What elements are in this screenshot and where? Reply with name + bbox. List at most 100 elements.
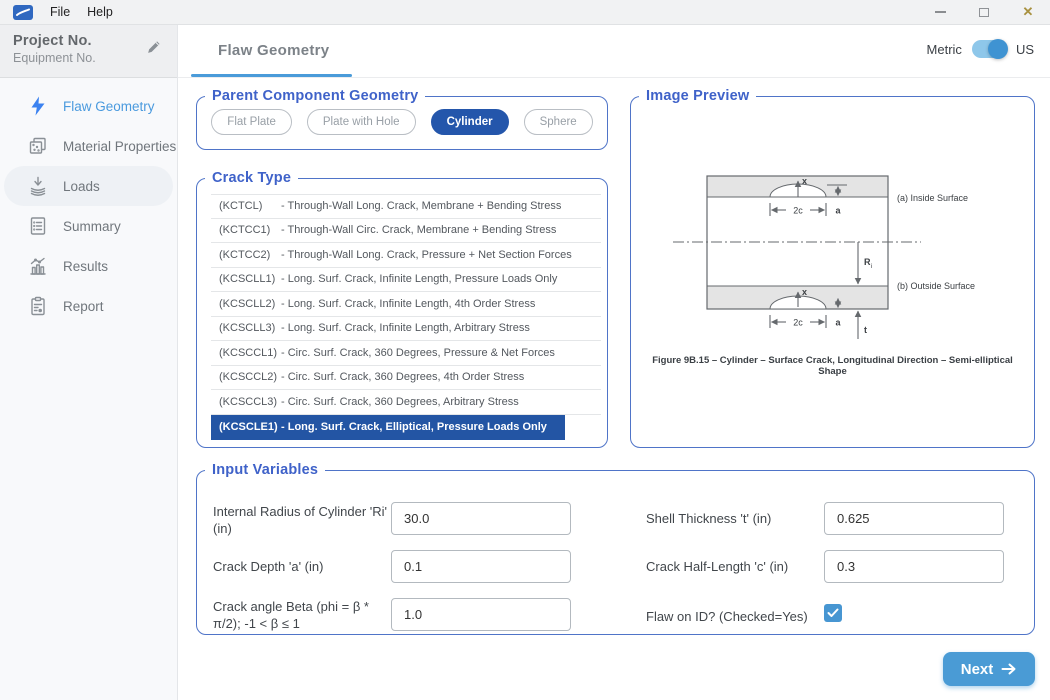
sidebar-item-flaw-geometry[interactable]: Flaw Geometry [0, 86, 177, 126]
flaw-on-id-checkbox[interactable] [824, 604, 842, 622]
svg-text:a: a [835, 206, 841, 216]
edit-project-button[interactable] [145, 38, 163, 56]
geometry-option-sphere[interactable]: Sphere [524, 109, 593, 135]
crack-type-title: Crack Type [205, 170, 298, 186]
crack-type-row[interactable]: (KCTCC1) - Through-Wall Circ. Crack, Mem… [211, 219, 601, 244]
crack-type-row[interactable]: (KCSCCL2) - Circ. Surf. Crack, 360 Degre… [211, 366, 601, 391]
crack-code: (KCTCL) [211, 200, 281, 212]
figure-caption: Figure 9B.15 – Cylinder – Surface Crack,… [639, 355, 1026, 377]
equipment-number-label: Equipment No. [13, 51, 165, 65]
minimize-icon [935, 11, 946, 13]
svg-text:i: i [871, 263, 872, 270]
crack-type-row[interactable]: (KCSCLL3) - Long. Surf. Crack, Infinite … [211, 317, 601, 342]
sidebar-item-label: Material Properties [63, 139, 176, 154]
sidebar-item-summary[interactable]: Summary [0, 206, 177, 246]
crack-type-row[interactable]: (KCTCL) - Through-Wall Long. Crack, Memb… [211, 194, 601, 219]
crack-type-row[interactable]: (KCSCCL3) - Circ. Surf. Crack, 360 Degre… [211, 390, 601, 415]
unit-toggle-group: Metric US [927, 40, 1034, 58]
minimize-button[interactable] [918, 0, 962, 25]
geometry-option-cylinder[interactable]: Cylinder [431, 109, 509, 135]
crack-depth-field[interactable] [391, 550, 571, 583]
svg-text:(b) Outside Surface: (b) Outside Surface [897, 281, 975, 291]
report-icon [27, 295, 49, 317]
crack-type-panel: Crack Type (KCTCL) - Through-Wall Long. … [196, 170, 608, 448]
toggle-knob [988, 39, 1008, 59]
crack-half-length-label: Crack Half-Length 'c' (in) [646, 559, 826, 576]
crack-diagram: x 2c a (a) Inside Surface R i x 2c a [631, 112, 1036, 352]
arrow-right-icon [1001, 663, 1017, 675]
maximize-icon [979, 8, 989, 17]
parent-geometry-title: Parent Component Geometry [205, 88, 425, 104]
crack-desc: - Long. Surf. Crack, Infinite Length, 4t… [281, 298, 601, 310]
shell-thickness-field[interactable] [824, 502, 1004, 535]
crack-type-row[interactable]: (KCSCCL1) - Circ. Surf. Crack, 360 Degre… [211, 341, 601, 366]
crack-type-row[interactable]: (KCSCLL2) - Long. Surf. Crack, Infinite … [211, 292, 601, 317]
project-number-label: Project No. [13, 33, 165, 49]
crack-code: (KCSCCL3) [211, 396, 281, 408]
geometry-option-plate-with-hole[interactable]: Plate with Hole [307, 109, 416, 135]
next-button-label: Next [961, 661, 994, 678]
crack-desc: - Through-Wall Long. Crack, Pressure + N… [281, 249, 601, 261]
svg-text:2c: 2c [793, 318, 803, 328]
crack-code: (KCSCLL1) [211, 273, 281, 285]
sidebar-item-loads[interactable]: Loads [4, 166, 173, 206]
crack-code: (KCSCLL3) [211, 322, 281, 334]
crack-desc: - Long. Surf. Crack, Infinite Length, Ar… [281, 322, 601, 334]
geometry-options: Flat Plate Plate with Hole Cylinder Sphe… [197, 109, 607, 135]
maximize-button[interactable] [962, 0, 1006, 25]
tab-flaw-geometry[interactable]: Flaw Geometry [218, 42, 329, 59]
sidebar-item-report[interactable]: Report [0, 286, 177, 326]
sidebar-item-material-properties[interactable]: Material Properties [0, 126, 177, 166]
crack-desc: - Through-Wall Circ. Crack, Membrane + B… [281, 224, 601, 236]
sidebar-item-results[interactable]: Results [0, 246, 177, 286]
svg-text:t: t [864, 325, 867, 335]
crack-desc: - Circ. Surf. Crack, 360 Degrees, Arbitr… [281, 396, 601, 408]
crack-type-row[interactable]: (KCTCC2) - Through-Wall Long. Crack, Pre… [211, 243, 601, 268]
input-variables-title: Input Variables [205, 462, 325, 478]
crack-type-row[interactable]: (KCSCLL1) - Long. Surf. Crack, Infinite … [211, 268, 601, 293]
crack-half-length-field[interactable] [824, 550, 1004, 583]
close-button[interactable]: ✕ [1006, 0, 1050, 25]
internal-radius-label: Internal Radius of Cylinder 'Ri' (in) [213, 504, 391, 538]
crack-desc: - Long. Surf. Crack, Elliptical, Pressur… [281, 421, 565, 433]
crack-desc: - Circ. Surf. Crack, 360 Degrees, Pressu… [281, 347, 601, 359]
material-icon [27, 135, 49, 157]
project-header: Project No. Equipment No. [0, 25, 177, 78]
crack-type-list: (KCTCL) - Through-Wall Long. Crack, Memb… [211, 194, 601, 440]
svg-text:x: x [802, 176, 807, 186]
svg-text:x: x [802, 287, 807, 297]
crack-code: (KCSCCL2) [211, 371, 281, 383]
checkmark-icon [827, 608, 839, 618]
crack-angle-field[interactable] [391, 598, 571, 631]
unit-toggle[interactable] [972, 40, 1006, 58]
input-variables-panel: Input Variables Internal Radius of Cylin… [196, 462, 1035, 635]
title-bar: File Help ✕ [0, 0, 1050, 25]
crack-type-row-selected[interactable]: (KCSCLE1) - Long. Surf. Crack, Elliptica… [211, 415, 565, 440]
image-preview-title: Image Preview [639, 88, 756, 104]
sidebar-item-label: Report [63, 299, 104, 314]
summary-icon [27, 215, 49, 237]
app-logo-icon [13, 5, 33, 20]
crack-angle-label: Crack angle Beta (phi = β * π/2); -1 < β… [213, 599, 391, 633]
sidebar-item-label: Summary [63, 219, 121, 234]
svg-text:a: a [835, 318, 841, 328]
crack-desc: - Through-Wall Long. Crack, Membrane + B… [281, 200, 601, 212]
flaw-on-id-label: Flaw on ID? (Checked=Yes) [646, 609, 836, 626]
geometry-option-flat-plate[interactable]: Flat Plate [211, 109, 292, 135]
image-preview-panel: Image Preview x 2c a (a [630, 88, 1035, 448]
svg-text:R: R [864, 257, 871, 267]
crack-code: (KCTCC2) [211, 249, 281, 261]
crack-code: (KCTCC1) [211, 224, 281, 236]
crack-desc: - Long. Surf. Crack, Infinite Length, Pr… [281, 273, 601, 285]
results-icon [27, 255, 49, 277]
menu-help[interactable]: Help [87, 5, 113, 19]
internal-radius-field[interactable] [391, 502, 571, 535]
sidebar-item-label: Flaw Geometry [63, 99, 155, 114]
next-button[interactable]: Next [943, 652, 1035, 686]
metric-label: Metric [927, 42, 962, 57]
menu-file[interactable]: File [50, 5, 70, 19]
sidebar-nav: Flaw Geometry Material Properties Loads … [0, 78, 177, 326]
crack-code: (KCSCCL1) [211, 347, 281, 359]
parent-geometry-panel: Parent Component Geometry Flat Plate Pla… [196, 88, 608, 150]
